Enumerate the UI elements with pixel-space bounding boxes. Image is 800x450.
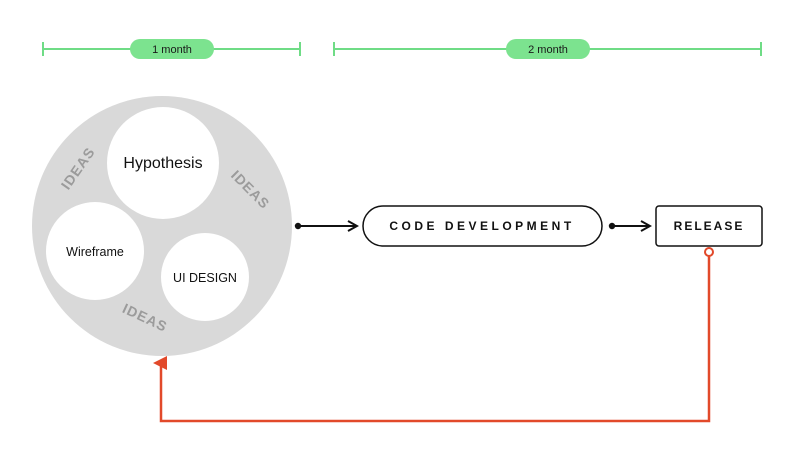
code-development-box [362, 205, 603, 247]
duration-pill-1 [130, 39, 214, 59]
timeline-second-month: 2 month [333, 39, 762, 59]
duration-label-2: 2 month [528, 44, 568, 56]
wireframe-label: Wireframe [66, 245, 124, 259]
ui-design-bubble [161, 233, 249, 321]
duration-label-1: 1 month [152, 44, 192, 56]
ideas-to-code-arrow [294, 223, 357, 229]
hypothesis-label: Hypothesis [123, 155, 202, 172]
ui-design-label: UI DESIGN [173, 271, 237, 285]
code-to-release-arrow [608, 223, 650, 229]
ideas-cycle: Hypothesis Wireframe UI DESIGN IDEAS IDE… [32, 96, 292, 356]
wireframe-bubble [46, 202, 144, 300]
hypothesis-bubble [107, 107, 219, 219]
timeline-first-month: 1 month [42, 39, 301, 59]
code-development-label: CODE DEVELOPMENT [389, 219, 574, 233]
release-stage: RELEASE [655, 205, 763, 247]
code-development-stage: CODE DEVELOPMENT [362, 205, 603, 247]
duration-pill-2 [506, 39, 590, 59]
release-label: RELEASE [674, 219, 745, 233]
feedback-loop-line [153, 256, 711, 423]
feedback-loop-start [704, 247, 714, 257]
feedback-loop [153, 247, 714, 423]
release-box [655, 205, 763, 247]
